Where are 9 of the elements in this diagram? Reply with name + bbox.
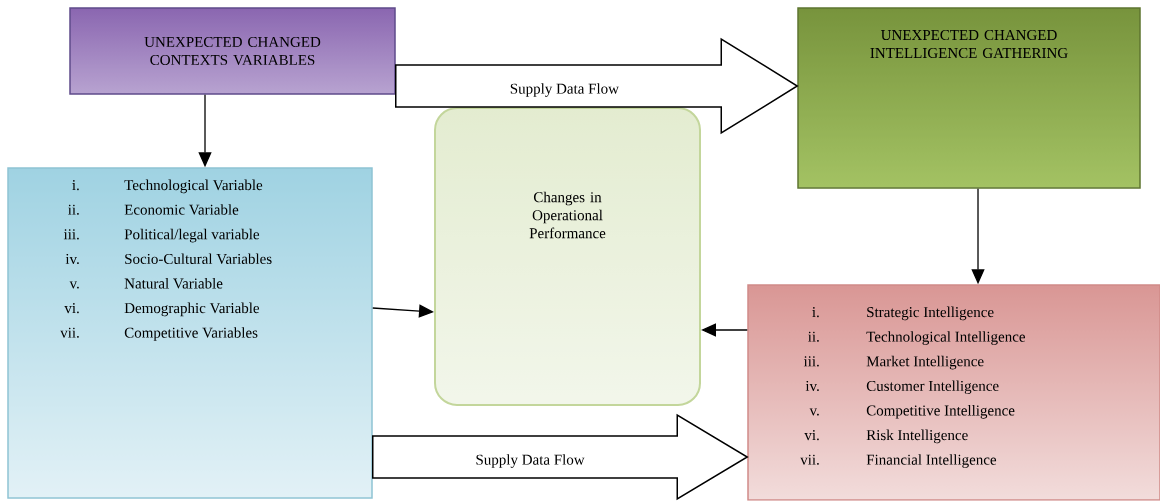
list-box: i. Strategic Intelligence ii. Technological Intelligence iii. Market Intelligence iv. Customer Intelligence v. Competitive Intelligence vi. Risk Intelligence vii. Financial Intelligence [747,284,1160,501]
header-box: UNEXPECTED CHANGED CONTEXTS VARIABLES [69,7,396,95]
block-arrow [395,37,799,135]
edge-label: Supply Data Flow [508,82,620,98]
edge-label: Supply Data Flow [474,453,586,469]
list-box: i. Technological Variable ii. Economic Variable iii. Political/legal variable iv. Socio-Cultural Variables v. Natural Variable vi. Demographic Variable vii. Competitive Variables [7,167,373,499]
header-box: UNEXPECTED CHANGED INTELLIGENCE GATHERING [797,7,1141,189]
block-arrow [372,413,749,501]
rounded-box: Changes in Operational Performance [434,107,701,406]
